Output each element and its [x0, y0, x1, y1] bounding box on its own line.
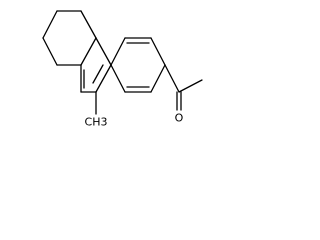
bond [150, 64, 166, 93]
chemical-structure-diagram: O CH3 [42, 10, 203, 129]
bond [95, 64, 112, 93]
bond [42, 10, 58, 39]
cyclohexane-ring [42, 10, 97, 66]
bond [110, 37, 126, 66]
oxygen-label: O [175, 112, 184, 125]
bond [95, 37, 112, 66]
double-bond-inner [92, 64, 104, 84]
right-aromatic-ring [110, 37, 166, 93]
methyl-label: CH3 [85, 116, 108, 129]
bond [42, 37, 58, 66]
acetyl-group [164, 64, 203, 111]
bond [80, 10, 97, 39]
bond [80, 37, 97, 66]
bond [178, 79, 203, 93]
bond [110, 64, 126, 93]
bond [164, 64, 180, 93]
bond [150, 37, 166, 66]
middle-aromatic-ring [80, 37, 112, 93]
